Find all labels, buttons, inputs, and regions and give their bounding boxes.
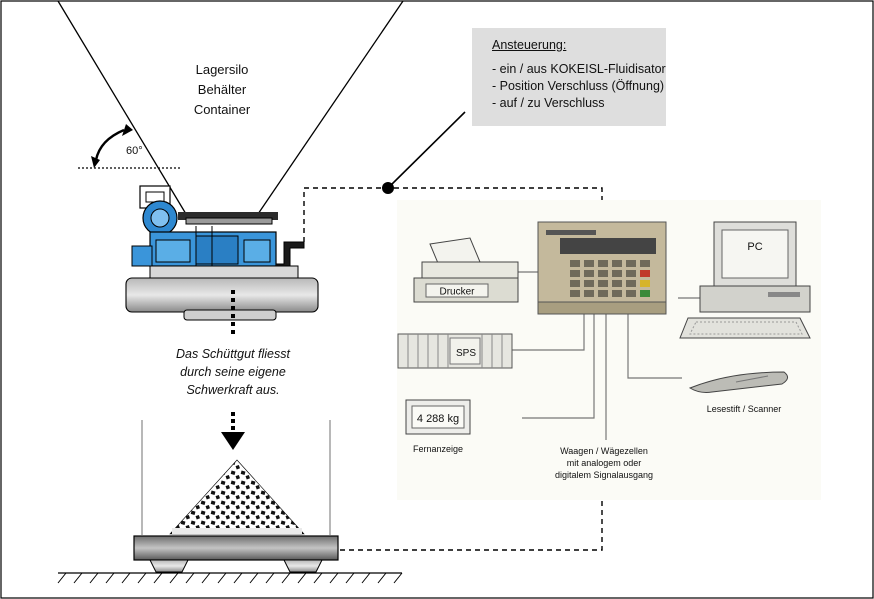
remote-display-label: Fernanzeige — [413, 444, 463, 454]
ground-hatching — [57, 572, 403, 584]
printer-icon: Drucker — [413, 237, 519, 303]
flow-text-line3: Schwerkraft aus. — [186, 383, 279, 397]
remote-display-value: 4 288 kg — [417, 413, 459, 425]
control-note-item: - Position Verschluss (Öffnung) — [492, 79, 665, 93]
silo-wall-right — [257, 0, 404, 215]
angle-label: 60° — [126, 145, 143, 157]
pc-icon: PC — [679, 221, 811, 339]
plc-label: SPS — [456, 348, 476, 359]
platform-scale — [133, 535, 339, 573]
bulk-material-heap — [169, 459, 305, 535]
loadcells-label-line1: Waagen / Wägezellen — [560, 446, 648, 456]
pc-label: PC — [747, 241, 762, 253]
remote-display: 4 288 kg Fernanzeige — [405, 399, 471, 454]
receiving-container — [141, 412, 331, 535]
flow-text-line2: durch seine eigene — [180, 365, 286, 379]
control-note: Ansteuerung: - ein / aus KOKEISL-Fluidis… — [472, 28, 666, 126]
dosing-scale-base — [125, 265, 319, 321]
silo-label-line1: Lagersilo — [196, 62, 249, 77]
control-note-list: - ein / aus KOKEISL-Fluidisator - Positi… — [492, 61, 666, 112]
loadcells-label-line3: digitalem Signalausgang — [555, 470, 653, 480]
arrow-down-icon — [221, 432, 245, 450]
silo-wall-left — [57, 0, 187, 215]
flow-text-line1: Das Schüttgut fliesst — [176, 347, 290, 361]
silo-label-line2: Behälter — [198, 82, 247, 97]
weighing-terminal — [537, 221, 667, 315]
loadcells-label-line2: mit analogem oder — [567, 458, 642, 468]
plc-icon: SPS — [397, 333, 513, 369]
angle-indicator: 60° — [78, 124, 180, 169]
printer-label: Drucker — [439, 287, 475, 298]
scanner-icon: Lesestift / Scanner — [688, 371, 788, 414]
control-note-item: - auf / zu Verschluss — [492, 96, 605, 110]
control-note-item: - ein / aus KOKEISL-Fluidisator — [492, 62, 666, 76]
control-note-title: Ansteuerung: — [492, 38, 567, 52]
fluidizer-unit — [131, 185, 305, 269]
silo-label-line3: Container — [194, 102, 251, 117]
scanner-label: Lesestift / Scanner — [707, 404, 782, 414]
